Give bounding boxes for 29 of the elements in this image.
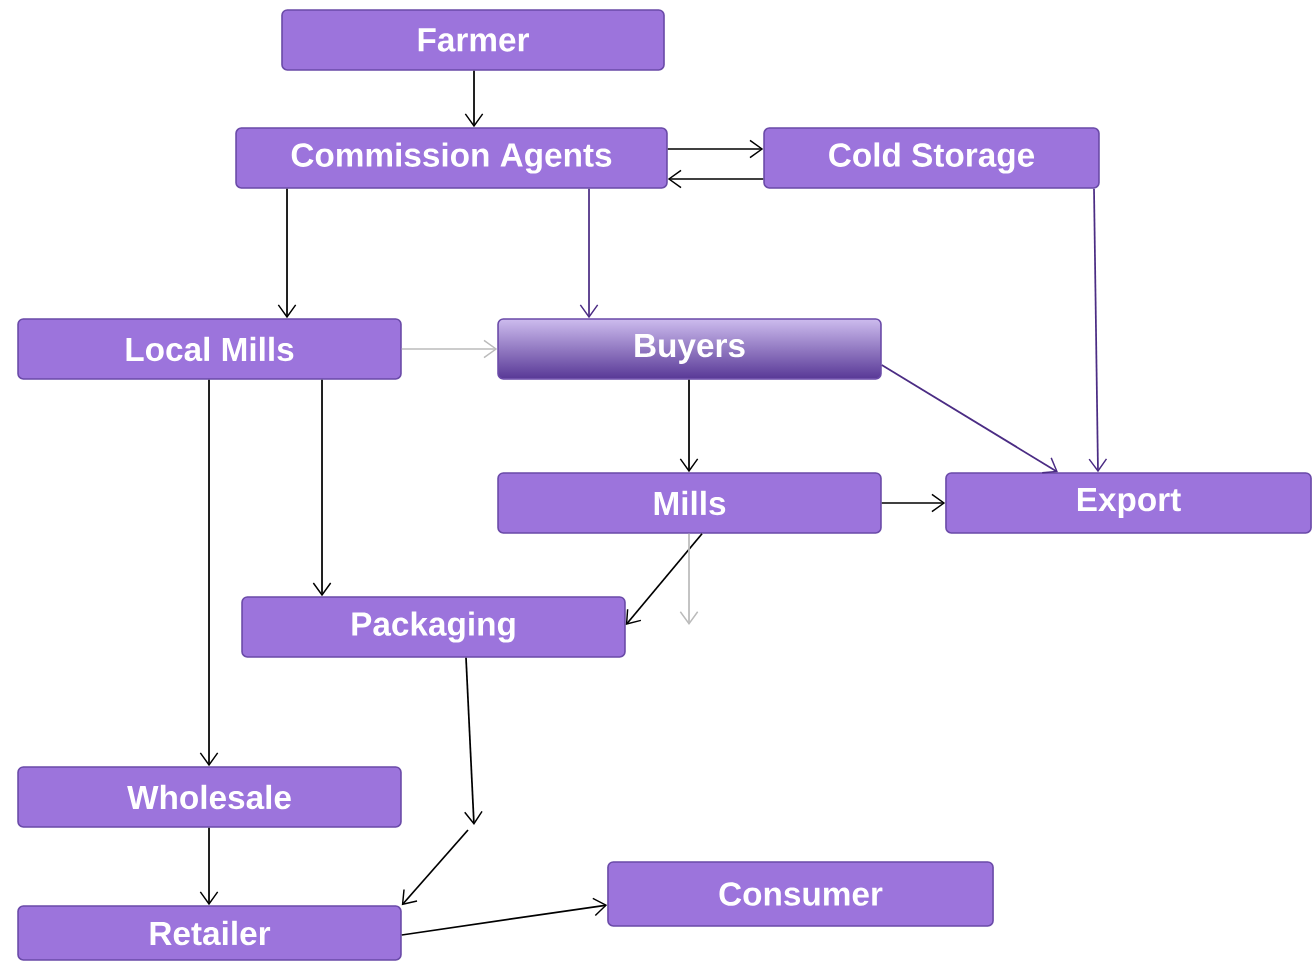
- arrow: [400, 339, 498, 359]
- arrow: [579, 187, 599, 319]
- process-box: Commission Agents: [235, 127, 668, 189]
- process-box: Farmer: [281, 9, 665, 71]
- process-box: Cold Storage: [763, 127, 1100, 189]
- process-box: Wholesale: [17, 766, 402, 828]
- process-box: Consumer: [607, 861, 994, 927]
- arrow: [312, 378, 332, 597]
- arrow: [679, 378, 699, 473]
- arrow: [277, 187, 297, 319]
- process-box: Buyers: [497, 318, 882, 380]
- process-box: Retailer: [17, 905, 402, 961]
- process-box: Packaging: [241, 596, 626, 658]
- arrow: [464, 656, 483, 825]
- arrow: [401, 829, 469, 906]
- arrow: [199, 826, 219, 906]
- arrow: [625, 532, 703, 625]
- arrow: [1088, 187, 1108, 473]
- arrow: [400, 897, 608, 936]
- process-box: Local Mills: [17, 318, 402, 380]
- arrow: [880, 493, 946, 513]
- arrow: [679, 532, 699, 625]
- arrow: [880, 364, 1058, 474]
- arrow: [666, 139, 764, 159]
- process-box: Export: [945, 472, 1312, 534]
- arrow: [667, 169, 765, 189]
- process-box: Mills: [497, 472, 882, 534]
- arrow: [464, 69, 484, 128]
- arrow: [199, 378, 219, 767]
